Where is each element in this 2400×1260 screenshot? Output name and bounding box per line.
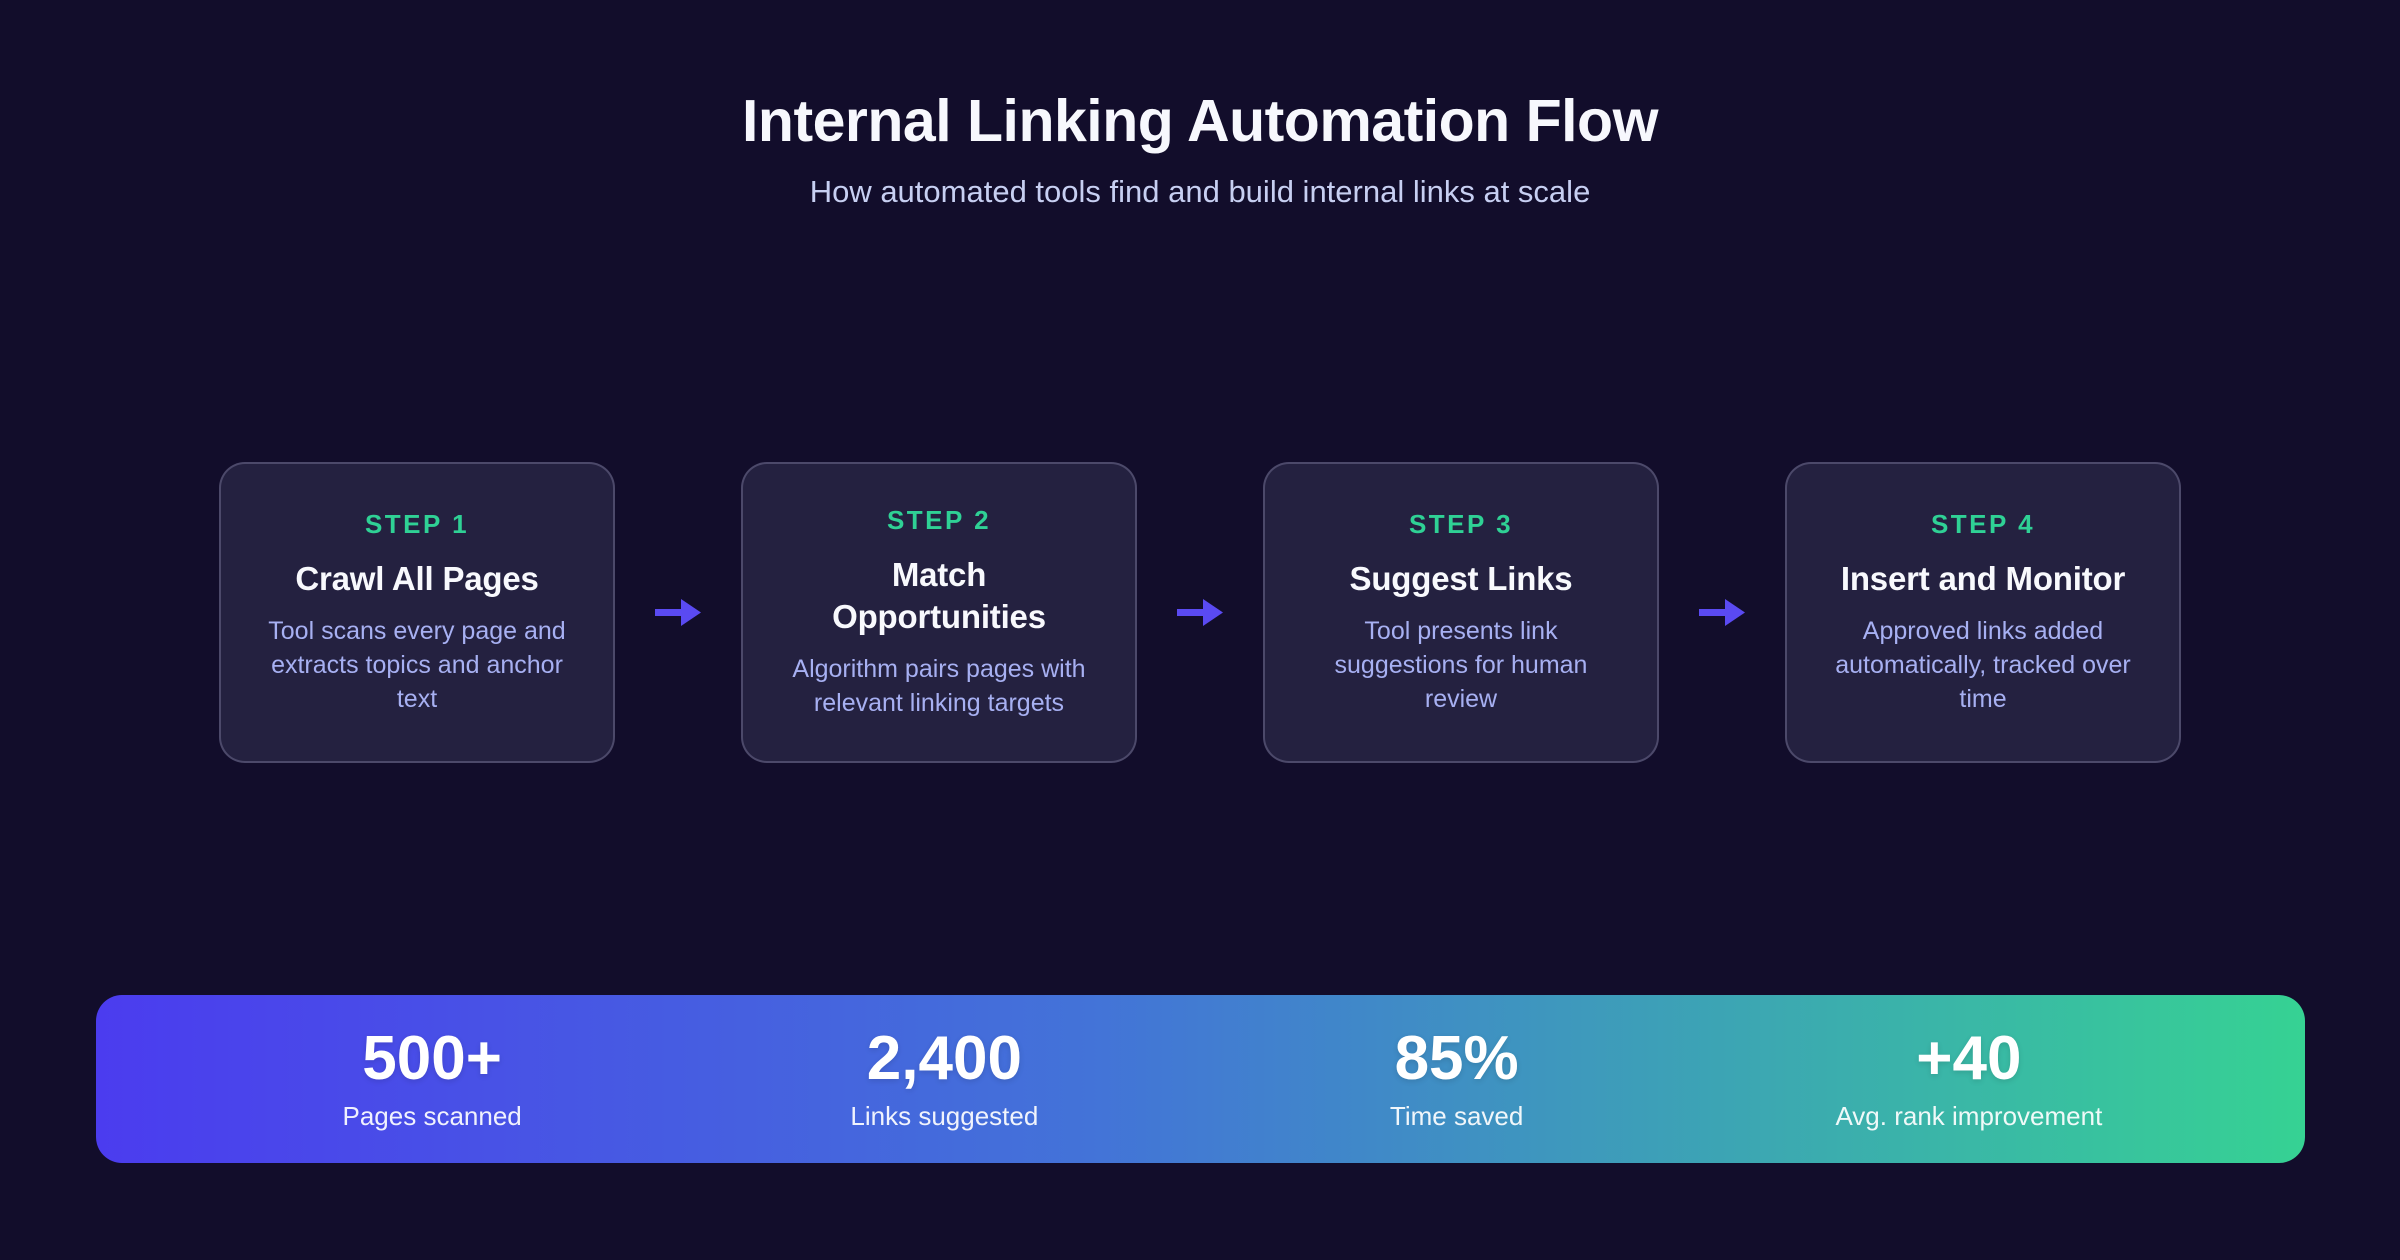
stat-value: 85% bbox=[1394, 1023, 1519, 1093]
step-number-label: STEP 2 bbox=[886, 505, 992, 536]
stat-value: +40 bbox=[1916, 1023, 2022, 1093]
step-number-label: STEP 4 bbox=[1930, 508, 2036, 539]
step-title: Crawl All Pages bbox=[295, 559, 539, 597]
page-title: Internal Linking Automation Flow bbox=[742, 88, 1658, 154]
stat-links-suggested: 2,400 Links suggested bbox=[688, 1026, 1200, 1132]
step-card-1: STEP 1 Crawl All Pages Tool scans every … bbox=[219, 462, 615, 763]
step-title: Insert and Monitor bbox=[1840, 559, 2126, 597]
step-card-3: STEP 3 Suggest Links Tool presents link … bbox=[1263, 462, 1659, 763]
arrow-right-icon bbox=[655, 599, 701, 626]
page-subtitle: How automated tools find and build inter… bbox=[809, 173, 1591, 209]
stats-bar: 500+ Pages scanned 2,400 Links suggested… bbox=[96, 995, 2305, 1163]
stat-label: Links suggested bbox=[850, 1101, 1039, 1132]
stat-label: Pages scanned bbox=[342, 1101, 522, 1132]
step-number-label: STEP 1 bbox=[364, 508, 470, 539]
step-description: Tool presents link suggestions for human… bbox=[1334, 617, 1588, 714]
step-title: Match Opportunities bbox=[832, 556, 1046, 635]
arrow-right-icon bbox=[1699, 599, 1745, 626]
stat-time-saved: 85% Time saved bbox=[1201, 1026, 1713, 1132]
header: Internal Linking Automation Flow How aut… bbox=[0, 0, 2400, 210]
flow-connector-1 bbox=[615, 462, 741, 763]
step-description: Approved links added automatically, trac… bbox=[1835, 617, 2131, 714]
step-description: Tool scans every page and extracts topic… bbox=[268, 617, 566, 714]
step-title: Suggest Links bbox=[1349, 559, 1573, 597]
arrow-right-icon bbox=[1177, 599, 1223, 626]
step-number-label: STEP 3 bbox=[1408, 508, 1514, 539]
stat-label: Time saved bbox=[1389, 1101, 1524, 1132]
step-card-4: STEP 4 Insert and Monitor Approved links… bbox=[1785, 462, 2181, 763]
flow-steps-row: STEP 1 Crawl All Pages Tool scans every … bbox=[0, 462, 2400, 763]
stat-value: 2,400 bbox=[866, 1023, 1022, 1093]
stat-label: Avg. rank improvement bbox=[1835, 1101, 2103, 1132]
step-description: Algorithm pairs pages with relevant link… bbox=[792, 654, 1086, 717]
flow-connector-2 bbox=[1137, 462, 1263, 763]
stat-value: 500+ bbox=[362, 1023, 502, 1093]
flow-connector-3 bbox=[1659, 462, 1785, 763]
stat-rank-improvement: +40 Avg. rank improvement bbox=[1713, 1026, 2225, 1132]
stat-pages-scanned: 500+ Pages scanned bbox=[176, 1026, 688, 1132]
step-card-2: STEP 2 Match Opportunities Algorithm pai… bbox=[741, 462, 1137, 763]
